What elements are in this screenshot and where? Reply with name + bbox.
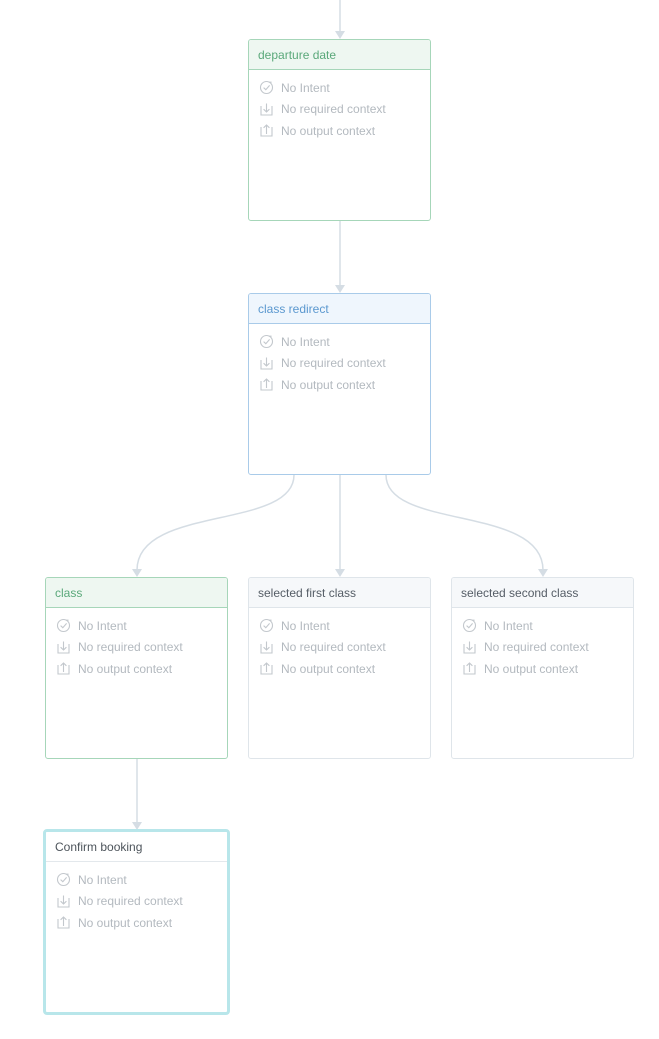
node-departure-date[interactable]: departure date No Intent No required con… [248,39,431,221]
arrow-in-icon [57,641,70,654]
check-circle-icon [259,81,274,95]
required-context-row: No required context [46,891,227,913]
arrowhead [538,569,548,577]
output-context-row: No output context [249,120,430,142]
intent-row: No Intent [249,331,430,353]
intent-label: No Intent [484,618,533,633]
arrow-out-icon [57,662,70,675]
arrow-out-icon [463,662,476,675]
required-context-label: No required context [281,356,386,371]
required-context-row: No required context [249,637,430,659]
required-context-label: No required context [78,640,183,655]
intent-label: No Intent [281,80,330,95]
intent-row: No Intent [46,869,227,891]
arrowhead [335,569,345,577]
arrow-out-icon [57,916,70,929]
required-context-row: No required context [249,353,430,375]
incoming-edge-arrowhead [335,31,345,39]
check-circle-icon [259,335,274,349]
intent-row: No Intent [249,615,430,637]
node-title: class [46,578,227,608]
node-title: selected first class [249,578,430,608]
required-context-label: No required context [281,102,386,117]
check-circle-icon [56,873,71,887]
arrow-out-icon [260,378,273,391]
node-title: selected second class [452,578,633,608]
arrow-out-icon [260,662,273,675]
required-context-row: No required context [46,637,227,659]
output-context-row: No output context [249,658,430,680]
check-circle-icon [259,619,274,633]
arrowhead [132,569,142,577]
arrowhead [335,285,345,293]
intent-label: No Intent [281,618,330,633]
arrow-in-icon [260,357,273,370]
output-context-row: No output context [249,374,430,396]
required-context-row: No required context [249,99,430,121]
required-context-label: No required context [78,894,183,909]
output-context-label: No output context [281,377,376,392]
output-context-label: No output context [281,123,376,138]
node-class[interactable]: class No Intent No required context No o… [45,577,228,759]
output-context-label: No output context [281,661,376,676]
node-title: Confirm booking [46,832,227,862]
node-title: departure date [249,40,430,70]
intent-row: No Intent [46,615,227,637]
required-context-row: No required context [452,637,633,659]
intent-label: No Intent [78,872,127,887]
intent-label: No Intent [281,334,330,349]
output-context-label: No output context [78,915,173,930]
node-selected-second-class[interactable]: selected second class No Intent No requi… [451,577,634,759]
arrow-out-icon [260,124,273,137]
node-class-redirect[interactable]: class redirect No Intent No required con… [248,293,431,475]
arrow-in-icon [260,641,273,654]
intent-row: No Intent [249,77,430,99]
output-context-row: No output context [452,658,633,680]
intent-label: No Intent [78,618,127,633]
intent-row: No Intent [452,615,633,637]
arrow-in-icon [463,641,476,654]
output-context-row: No output context [46,658,227,680]
check-circle-icon [56,619,71,633]
arrowhead [132,822,142,830]
output-context-label: No output context [484,661,579,676]
output-context-label: No output context [78,661,173,676]
arrow-in-icon [57,895,70,908]
edge-class-redirect-to-class [136,474,295,571]
output-context-row: No output context [46,912,227,934]
node-title: class redirect [249,294,430,324]
edge-class-redirect-to-selected-second-class [385,474,544,571]
check-circle-icon [462,619,477,633]
node-selected-first-class[interactable]: selected first class No Intent No requir… [248,577,431,759]
required-context-label: No required context [484,640,589,655]
node-confirm-booking[interactable]: Confirm booking No Intent No required co… [43,829,230,1015]
required-context-label: No required context [281,640,386,655]
arrow-in-icon [260,103,273,116]
